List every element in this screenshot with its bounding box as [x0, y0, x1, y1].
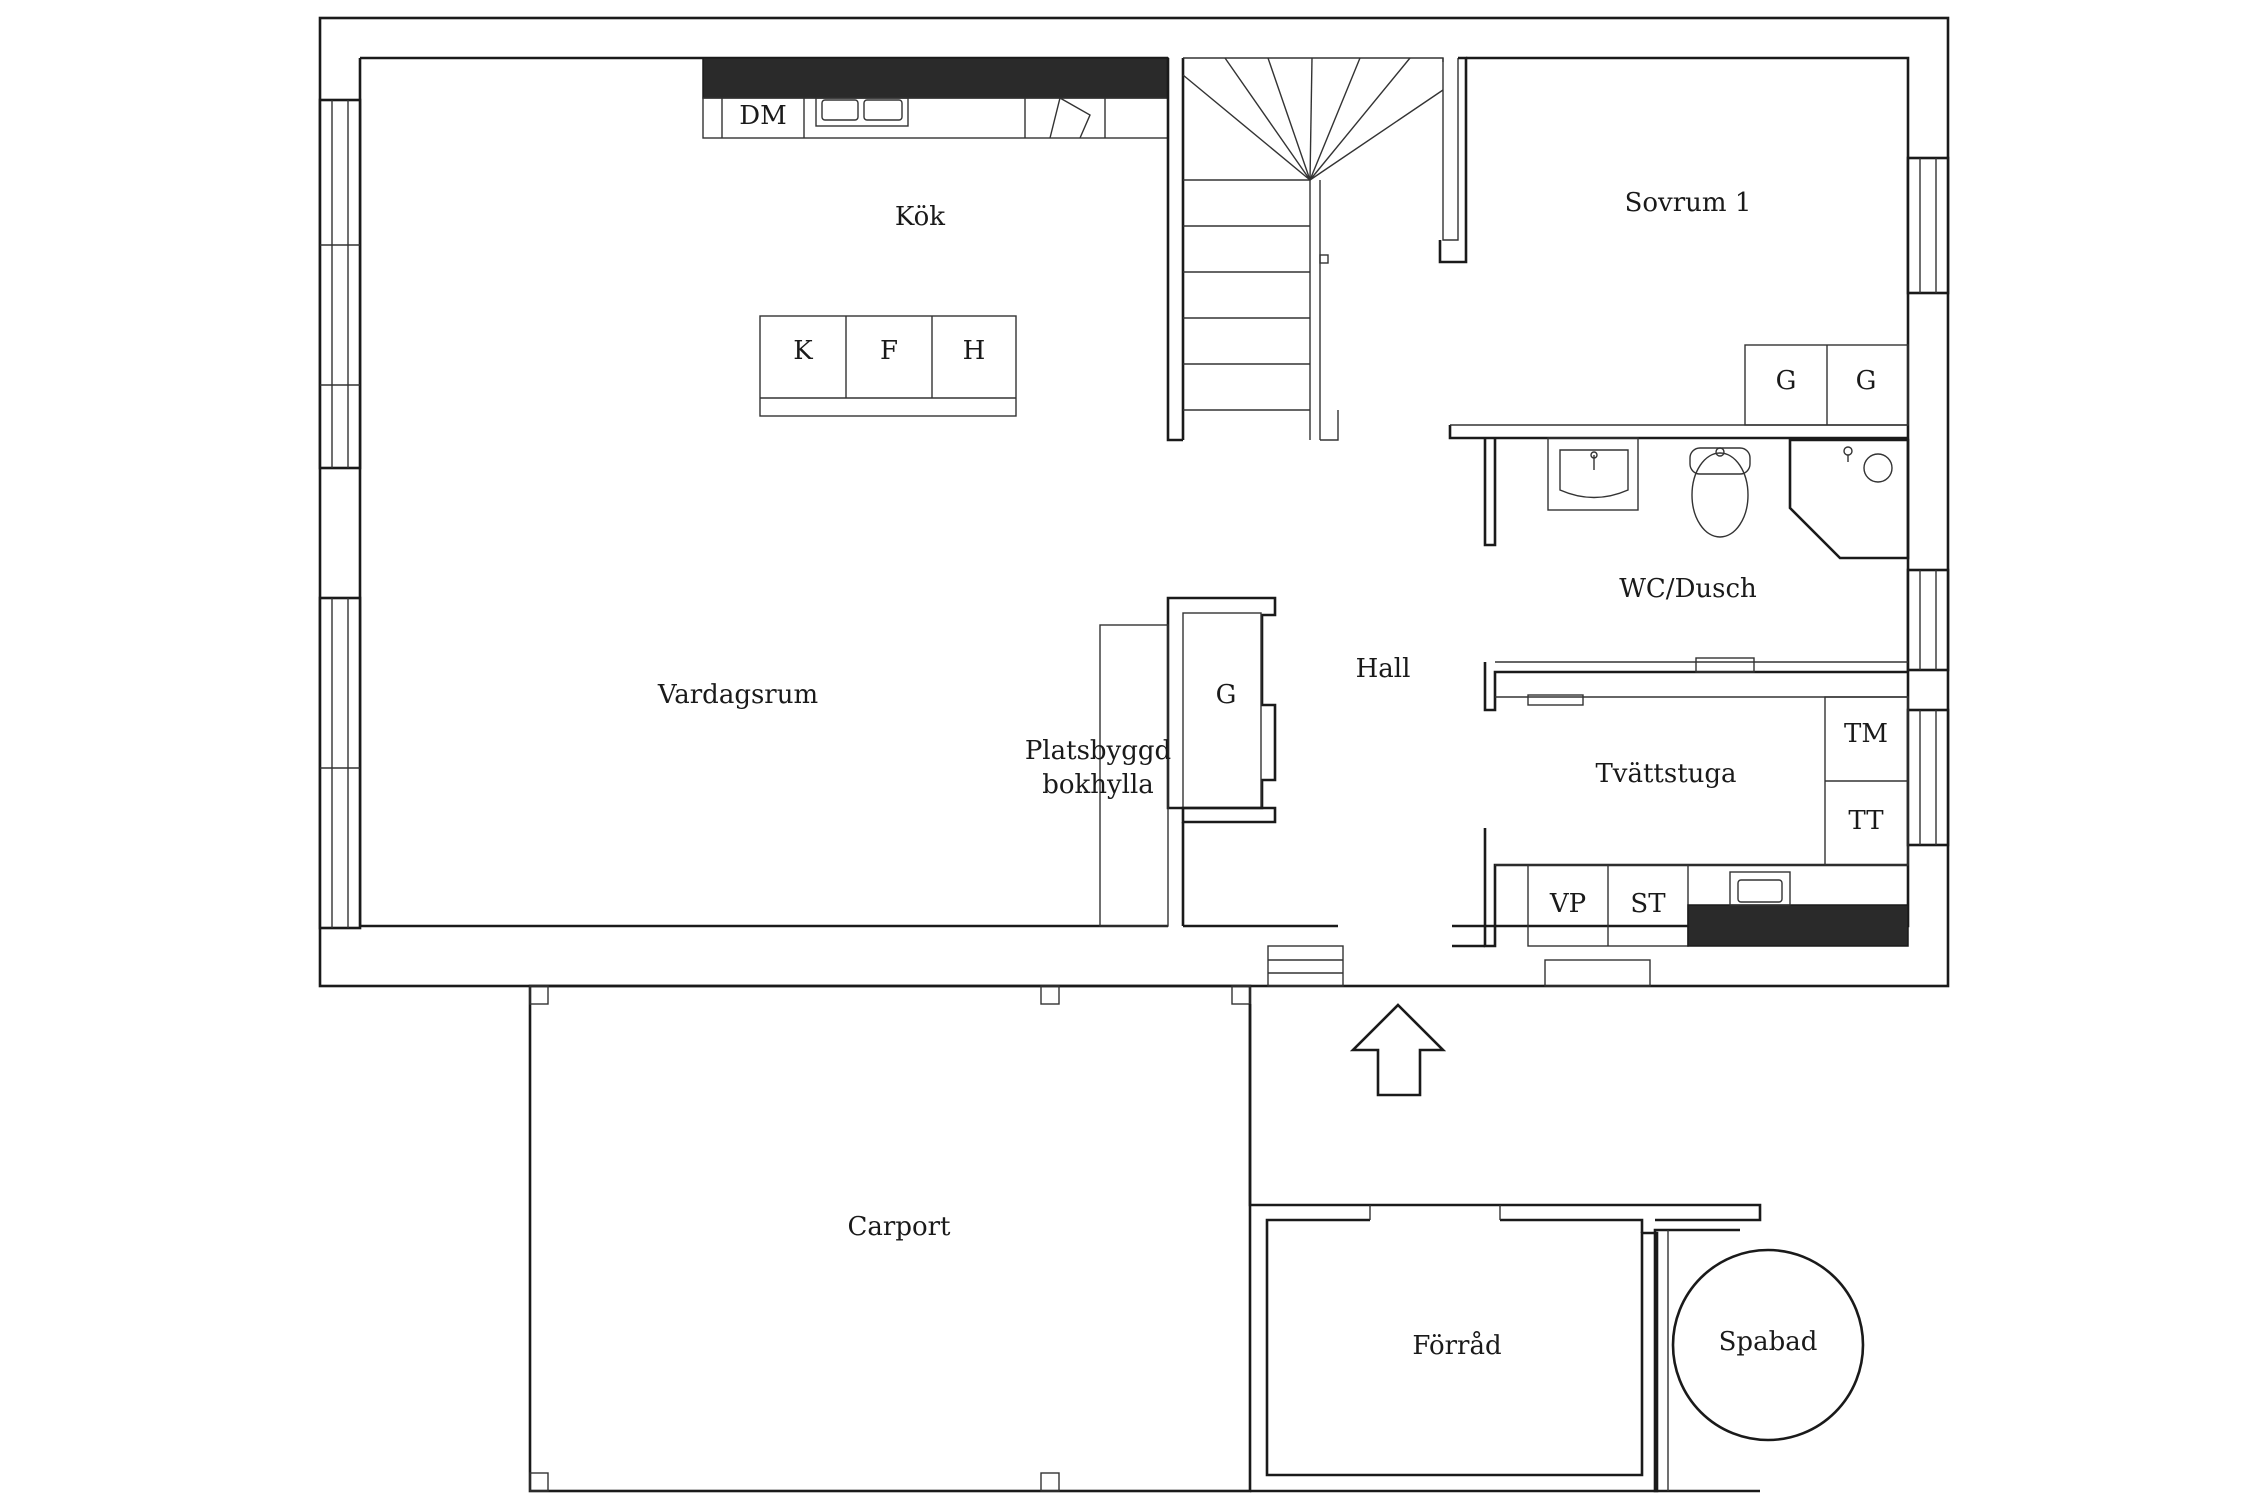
kitchen-island [759, 315, 1017, 417]
room-label-carport: Carport [848, 1212, 952, 1242]
room-label-kok: Kök [895, 202, 945, 232]
hall-closet [1099, 596, 1344, 987]
appliance-label-st: ST [1630, 889, 1666, 919]
room-label-vardagsrum: Vardagsrum [657, 680, 818, 710]
appliance-label-vp: VP [1549, 889, 1586, 919]
appliance-label-g-hall: G [1216, 680, 1237, 710]
room-label-sovrum1: Sovrum 1 [1625, 188, 1752, 218]
forrad-walls [1248, 1004, 1762, 1493]
laundry-walls [1452, 694, 1909, 987]
room-label-tvattstuga: Tvättstuga [1595, 759, 1736, 789]
appliance-label-f: F [880, 336, 898, 366]
carport [528, 984, 1252, 1493]
appliance-label-tt: TT [1848, 806, 1884, 836]
room-label-hall: Hall [1356, 654, 1411, 684]
bedroom-walls [1438, 56, 1909, 440]
appliance-label-tm: TM [1844, 719, 1888, 749]
room-label-bokhylla-1: Platsbyggd [1025, 736, 1171, 766]
wc-walls [1483, 437, 1910, 712]
appliance-label-dm: DM [739, 101, 786, 131]
windows [318, 98, 1950, 930]
appliance-label-k: K [793, 336, 813, 366]
entrance-arrow [1349, 1003, 1447, 1097]
appliance-label-g-bedroom-1: G [1776, 366, 1797, 396]
room-label-wc-dusch: WC/Dusch [1619, 574, 1757, 604]
spabad-area [1653, 1228, 1865, 1493]
room-label-spabad: Spabad [1719, 1327, 1818, 1357]
appliance-label-h: H [963, 336, 986, 366]
spabad-tub [1671, 1248, 1865, 1442]
room-label-forrad: Förråd [1412, 1330, 1501, 1361]
appliance-label-g-bedroom-2: G [1856, 366, 1877, 396]
outer-walls [318, 16, 1950, 988]
room-label-bokhylla-2: bokhylla [1042, 770, 1154, 800]
staircase [1166, 57, 1459, 442]
